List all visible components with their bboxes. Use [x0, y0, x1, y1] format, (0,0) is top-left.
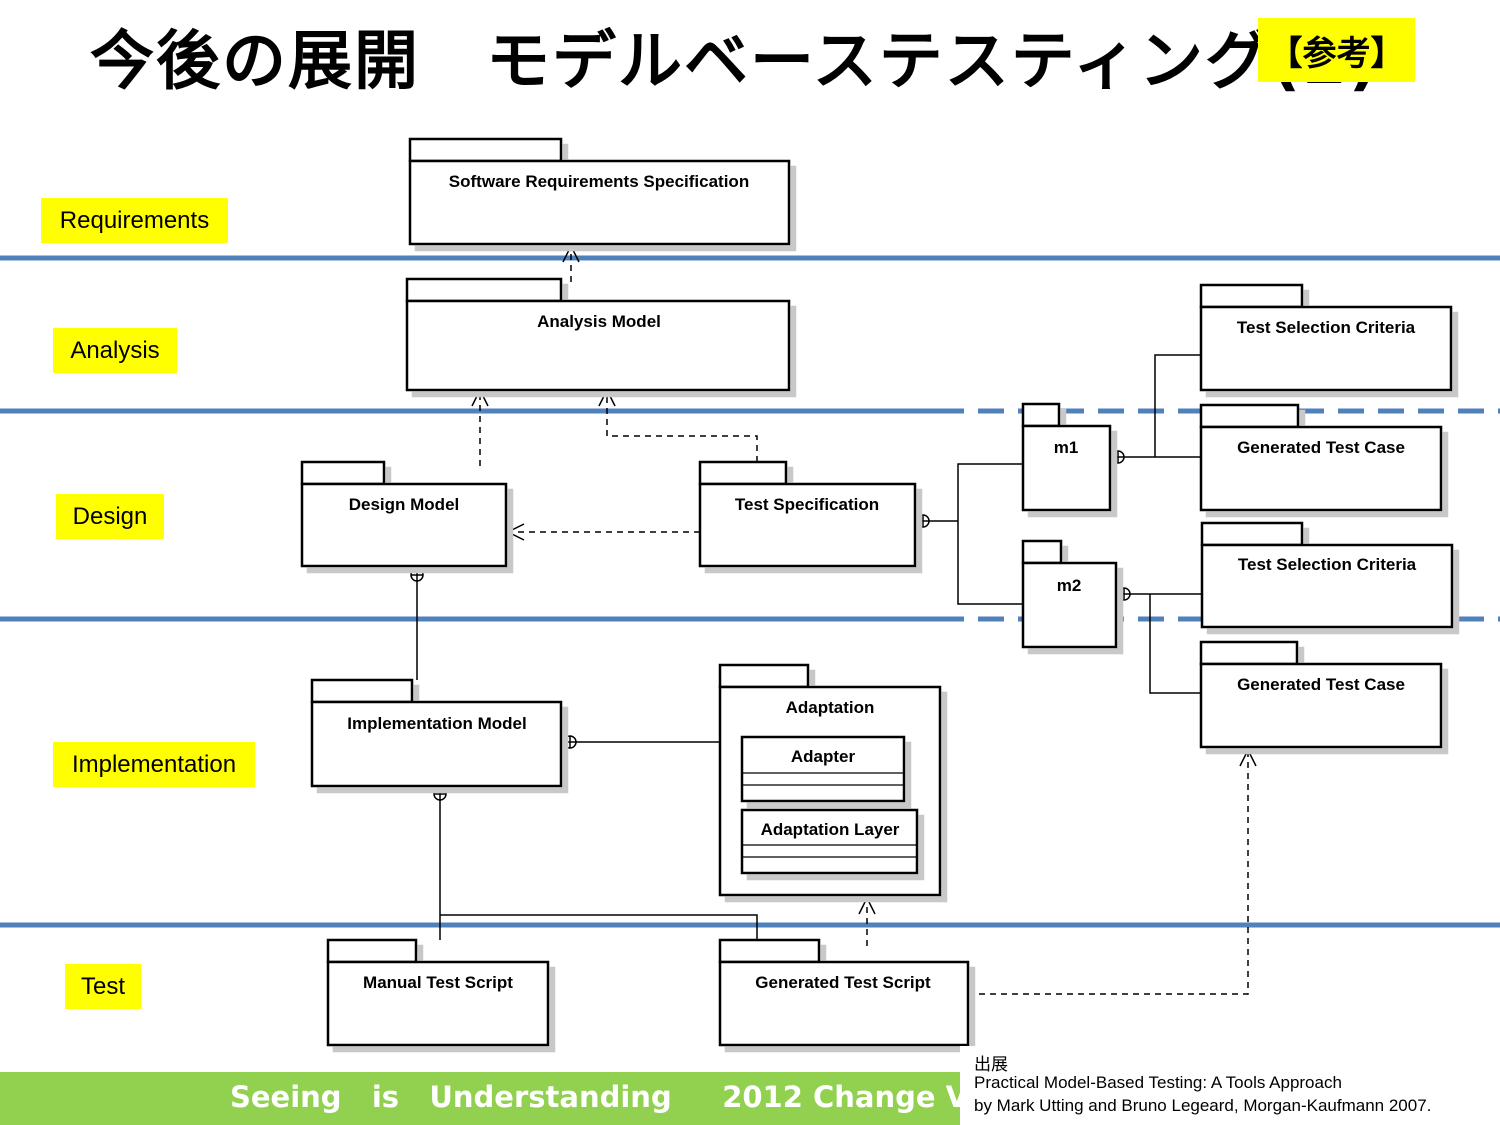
source-citation: 出展 Practical Model-Based Testing: A Tool… [960, 1046, 1500, 1125]
package-design-model [300, 460, 508, 568]
package-test-selection-criteria-1 [1199, 283, 1453, 392]
package-test-specification [698, 460, 917, 568]
package-label-m1: m1 [1054, 438, 1079, 457]
arrowhead-design [506, 523, 525, 541]
reference-badge: 【参考】 [1258, 18, 1415, 82]
class-adapter [740, 735, 906, 803]
package-label-adaptation: Adaptation [786, 698, 875, 717]
package-label-manual-test-script: Manual Test Script [363, 973, 513, 992]
package-label-analysis-model: Analysis Model [537, 312, 661, 331]
package-label-test-specification: Test Specification [735, 495, 879, 514]
package-srs [408, 137, 791, 246]
page-title: 今後の展開 モデルベーステスティング(2) [90, 25, 1380, 99]
packages [300, 137, 1454, 1047]
connectors [410, 244, 1257, 995]
class-adaptation-layer [740, 808, 919, 875]
source-line-1: Practical Model-Based Testing: A Tools A… [974, 1073, 1342, 1092]
package-label-m2: m2 [1057, 576, 1082, 595]
containment-m2-children [1130, 593, 1202, 694]
package-generated-test-case-2 [1199, 640, 1443, 749]
package-analysis-model [405, 277, 791, 392]
package-label-implementation-model: Implementation Model [347, 714, 526, 733]
package-label-generated-test-script: Generated Test Script [755, 973, 931, 992]
dependency-gen-script-to-test-case [968, 752, 1249, 995]
arrowhead-adaptation [858, 896, 876, 915]
package-label-test-selection-criteria-2: Test Selection Criteria [1238, 555, 1417, 574]
dependency-testspec-to-analysis [606, 392, 758, 462]
package-m1 [1021, 402, 1112, 512]
containment-impl-tests [439, 800, 758, 940]
package-m2 [1021, 539, 1118, 649]
package-test-selection-criteria-2 [1200, 521, 1454, 629]
containment-testspec-m1-m2 [929, 463, 1023, 605]
package-labels: Software Requirements Specification Anal… [347, 172, 1416, 992]
arrowhead-test-case [1239, 748, 1257, 767]
lane-label-design: Design [56, 494, 164, 539]
classes [740, 735, 919, 875]
class-label-adapter: Adapter [791, 747, 856, 766]
package-label-generated-test-case-2: Generated Test Case [1237, 675, 1405, 694]
class-label-adaptation-layer: Adaptation Layer [761, 820, 900, 839]
package-generated-test-script [718, 938, 970, 1047]
package-implementation-model [310, 678, 563, 788]
lane-label-requirements: Requirements [41, 198, 228, 243]
package-manual-test-script [326, 938, 550, 1047]
package-label-generated-test-case-1: Generated Test Case [1237, 438, 1405, 457]
package-generated-test-case-1 [1199, 403, 1443, 512]
package-label-srs: Software Requirements Specification [449, 172, 749, 191]
lane-label-analysis: Analysis [53, 328, 177, 373]
source-heading: 出展 [974, 1055, 1008, 1074]
arrowhead-srs [562, 244, 580, 263]
source-line-2: by Mark Utting and Bruno Legeard, Morgan… [974, 1096, 1432, 1115]
lane-label-implementation: Implementation [53, 742, 255, 787]
package-label-test-selection-criteria-1: Test Selection Criteria [1237, 318, 1416, 337]
lane-label-test: Test [65, 964, 141, 1009]
package-label-design-model: Design Model [349, 495, 460, 514]
containment-m1-children [1124, 354, 1200, 458]
